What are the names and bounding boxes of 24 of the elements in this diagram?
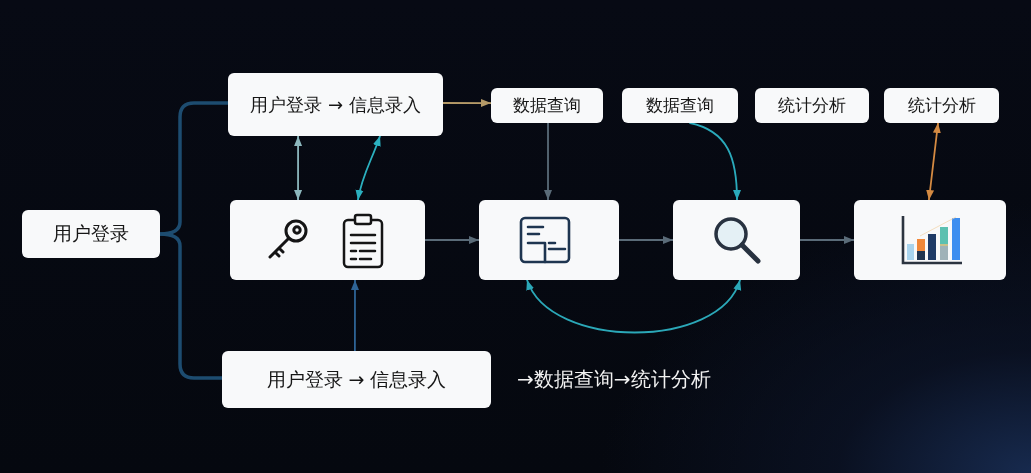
tag-box: 统计分析	[884, 88, 999, 123]
tag-box: 数据查询	[622, 88, 738, 123]
icon-card	[854, 200, 1006, 280]
connector-line	[158, 232, 224, 380]
flow-text: →数据查询→统计分析	[517, 366, 711, 393]
double-arrow	[526, 279, 741, 334]
tag-box: 数据查询	[491, 88, 603, 123]
double-arrow	[926, 122, 941, 201]
tag-box: 统计分析	[755, 88, 869, 123]
arrow	[544, 122, 552, 201]
double-arrow	[355, 135, 381, 201]
arrow	[689, 122, 741, 201]
process-box: 用户登录 → 信息录入	[228, 73, 443, 136]
arrow	[351, 279, 359, 352]
arrow	[442, 99, 492, 108]
arrow	[799, 236, 855, 244]
icon-card	[479, 200, 619, 280]
arrow	[424, 236, 480, 244]
process-box: 用户登录 → 信息录入	[222, 351, 491, 408]
arrow	[618, 236, 674, 244]
icon-card	[230, 200, 425, 280]
double-arrow	[294, 135, 303, 201]
icon-card	[673, 200, 800, 280]
start-box: 用户登录	[22, 210, 160, 258]
